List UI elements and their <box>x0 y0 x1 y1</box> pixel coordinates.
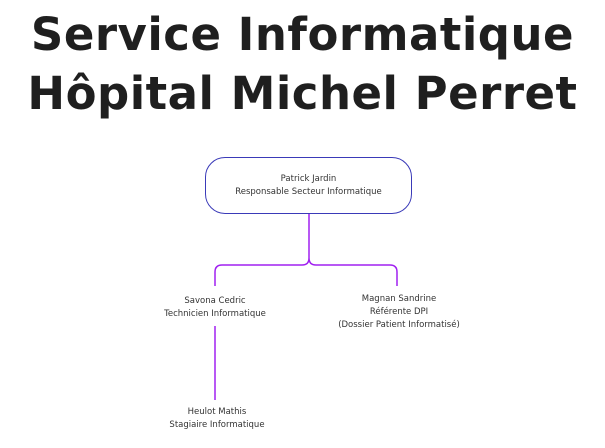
org-node-left-role: Technicien Informatique <box>164 309 266 319</box>
org-node-right-role: Référente DPI <box>369 307 429 317</box>
org-node-bottom-role: Stagiaire Informatique <box>169 420 265 430</box>
org-node-right-name: Magnan Sandrine <box>361 294 437 304</box>
org-node-bottom-name: Heulot Mathis <box>187 407 247 417</box>
page-title-line-2: Hôpital Michel Perret <box>27 67 578 120</box>
page-title-line-1: Service Informatique <box>30 8 575 61</box>
org-node-left[interactable]: Savona Cedric Technicien Informatique <box>145 294 285 322</box>
connector-root-to-children <box>214 214 398 286</box>
org-node-right[interactable]: Magnan Sandrine Référente DPI (Dossier P… <box>322 292 476 333</box>
org-node-root-name: Patrick Jardin <box>280 173 337 184</box>
org-node-root[interactable]: Patrick Jardin Responsable Secteur Infor… <box>205 157 412 214</box>
org-node-left-name: Savona Cedric <box>184 296 246 306</box>
org-node-right-role-detail: (Dossier Patient Informatisé) <box>338 320 460 330</box>
org-node-root-role: Responsable Secteur Informatique <box>235 186 382 197</box>
org-node-bottom[interactable]: Heulot Mathis Stagiaire Informatique <box>145 405 289 433</box>
